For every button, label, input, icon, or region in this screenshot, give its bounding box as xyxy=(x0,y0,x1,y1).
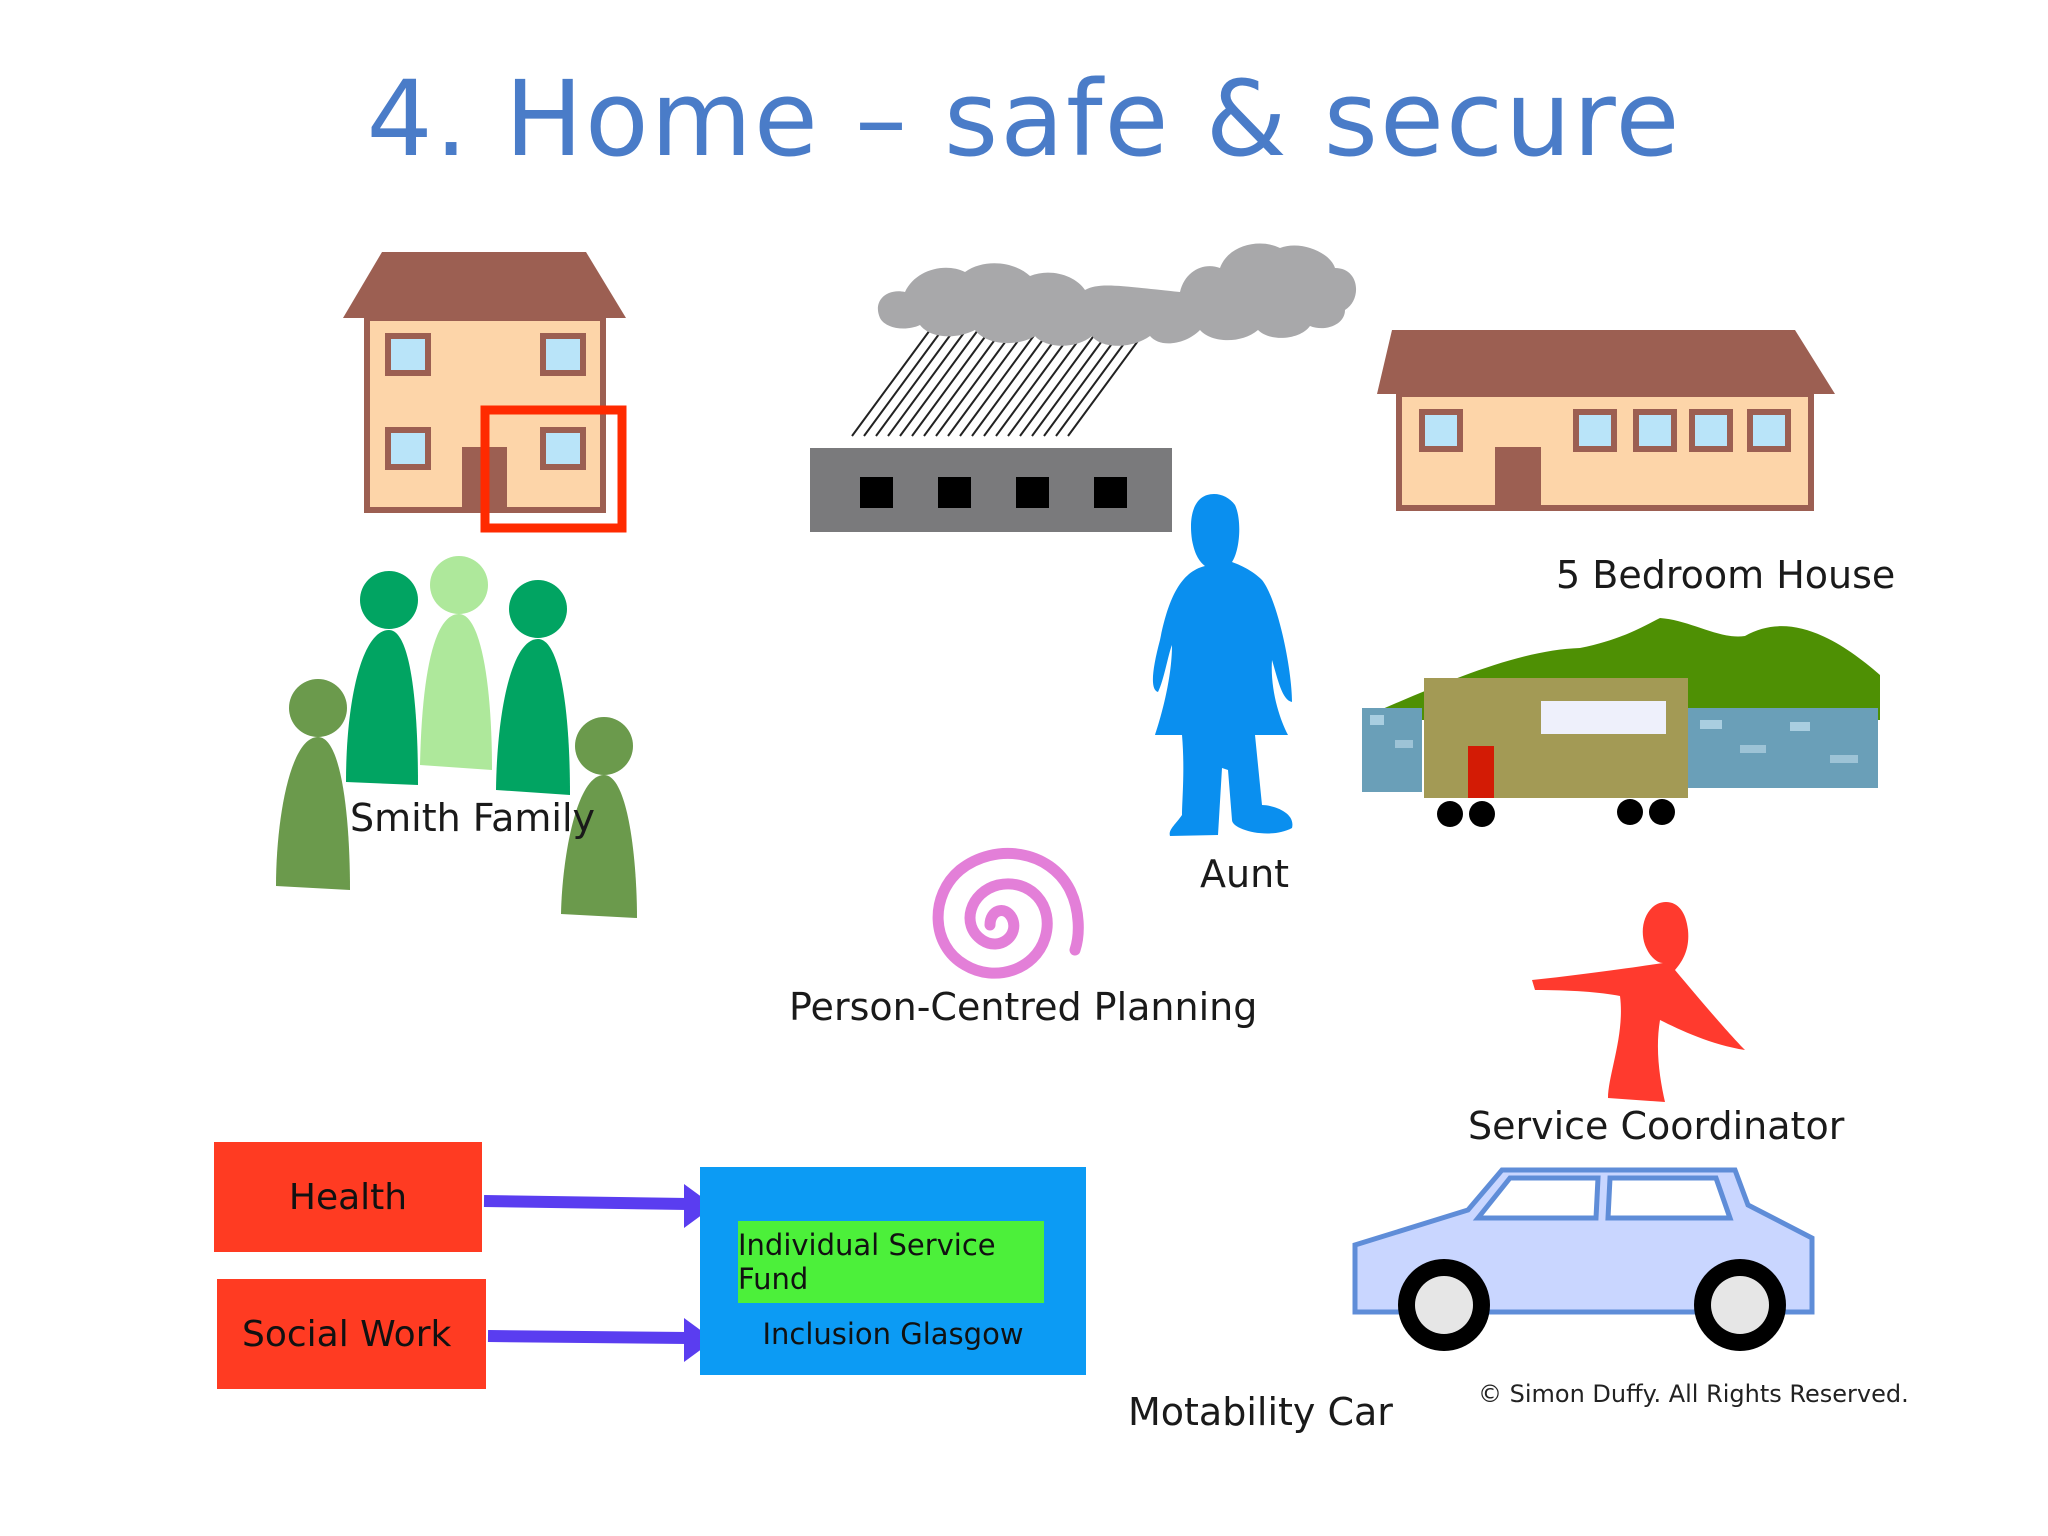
institution-building-icon xyxy=(810,448,1172,532)
funding-arrow-icon xyxy=(483,1184,714,1228)
five-bedroom-house-label: 5 Bedroom House xyxy=(1556,553,1896,597)
highlight-frame xyxy=(480,405,627,533)
service-coordinator-label: Service Coordinator xyxy=(1468,1104,1845,1148)
health-label: Health xyxy=(288,1176,408,1218)
rain-lines-icon xyxy=(851,329,1147,437)
inclusion-glasgow-box: Individual Service Fund Inclusion Glasgo… xyxy=(700,1167,1086,1375)
inclusion-glasgow-label: Inclusion Glasgow xyxy=(762,1317,1024,1351)
health-box: Health xyxy=(214,1142,482,1252)
caravan-icon xyxy=(1424,678,1688,827)
bungalow-house-icon xyxy=(1377,330,1835,511)
smith-family-icon xyxy=(276,556,637,918)
motability-car-label: Motability Car xyxy=(1128,1390,1393,1434)
slide-title: 4. Home – safe & secure xyxy=(366,58,1682,180)
aunt-label: Aunt xyxy=(1200,852,1290,896)
individual-service-fund-label: Individual Service Fund xyxy=(738,1228,996,1296)
spiral-icon xyxy=(932,847,1084,979)
individual-service-fund-box: Individual Service Fund xyxy=(738,1221,1044,1303)
social-work-box: Social Work xyxy=(217,1279,486,1389)
storm-cloud-icon xyxy=(877,243,1357,346)
person-centred-planning-label: Person-Centred Planning xyxy=(789,985,1258,1029)
car-icon xyxy=(1352,1167,1815,1351)
smith-family-label: Smith Family xyxy=(350,796,596,840)
aunt-figure-icon xyxy=(1152,494,1293,836)
social-work-label: Social Work xyxy=(242,1313,452,1355)
service-coordinator-figure-icon xyxy=(1532,902,1745,1102)
funding-arrow-icon xyxy=(487,1318,714,1362)
copyright-notice: © Simon Duffy. All Rights Reserved. xyxy=(1478,1380,1909,1408)
